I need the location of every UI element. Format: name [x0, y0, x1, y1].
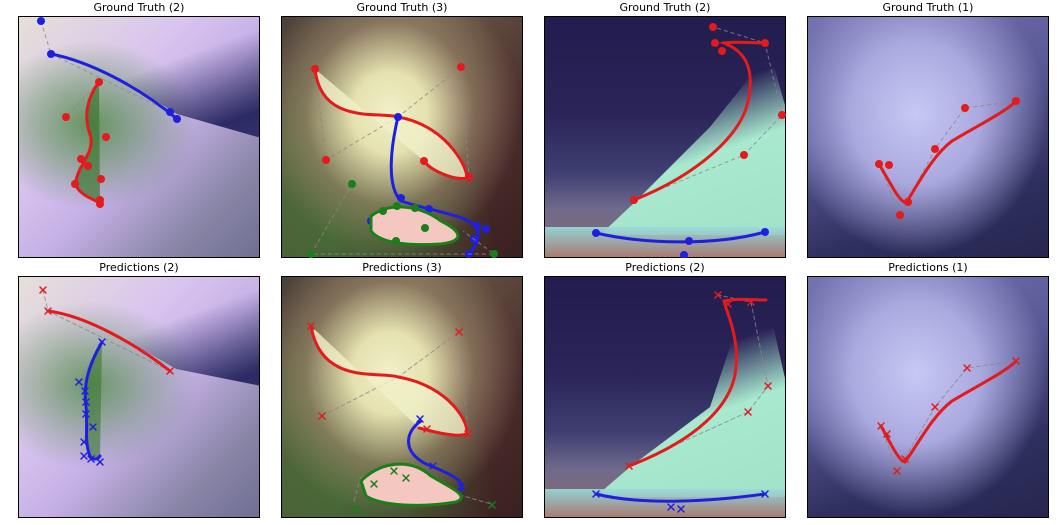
panel-gt-3: Ground Truth (2): [544, 1, 786, 258]
panel-title: Predictions (2): [99, 261, 179, 274]
panel-title: Predictions (2): [625, 261, 705, 274]
green-curve: [369, 205, 460, 247]
panel-gt-4: Ground Truth (1): [807, 1, 1049, 258]
panel-title: Ground Truth (3): [356, 1, 448, 14]
blue-curve: [50, 52, 178, 121]
red-curve: [633, 40, 766, 202]
curves-svg: [592, 291, 772, 513]
panel-pred-1: Predictions (2): [18, 261, 260, 518]
plot-area: [807, 16, 1049, 258]
red-curve: [313, 68, 469, 181]
panel-pred-3: Predictions (2): [544, 261, 786, 518]
panel-title: Ground Truth (1): [882, 1, 974, 14]
curves-svg: [37, 17, 181, 208]
curves-svg: [307, 322, 496, 513]
control-point: [173, 115, 181, 123]
panel-title: Ground Truth (2): [619, 1, 711, 14]
red-curve: [627, 297, 768, 468]
red-curve: [74, 81, 102, 205]
panel-gt-2: Ground Truth (3): [281, 1, 523, 258]
plot-area: [807, 276, 1049, 518]
red-curve: [309, 324, 469, 437]
panel-title: Ground Truth (2): [93, 1, 185, 14]
curves-svg: [39, 286, 174, 466]
panel-pred-4: Predictions (1): [807, 261, 1049, 518]
curves-svg: [307, 63, 498, 258]
panel-title: Predictions (1): [888, 261, 968, 274]
panel-title: Predictions (3): [362, 261, 442, 274]
red-curve: [877, 99, 1018, 205]
green-curve: [359, 462, 463, 507]
curves-svg: [592, 23, 786, 258]
plot-area: [18, 276, 260, 518]
blue-curve: [594, 492, 767, 503]
panel-gt-1: Ground Truth (2): [18, 1, 260, 258]
plot-area: [18, 16, 260, 258]
panel-pred-2: Predictions (3): [281, 261, 523, 518]
curves-svg: [877, 357, 1020, 475]
blue-curve: [407, 419, 464, 492]
curves-svg: [875, 97, 1020, 219]
control-point: [166, 108, 174, 116]
control-point: [37, 17, 45, 25]
red-curve: [46, 309, 172, 373]
control-point: [47, 50, 55, 58]
blue-curve: [595, 230, 766, 244]
red-curve: [879, 359, 1018, 464]
